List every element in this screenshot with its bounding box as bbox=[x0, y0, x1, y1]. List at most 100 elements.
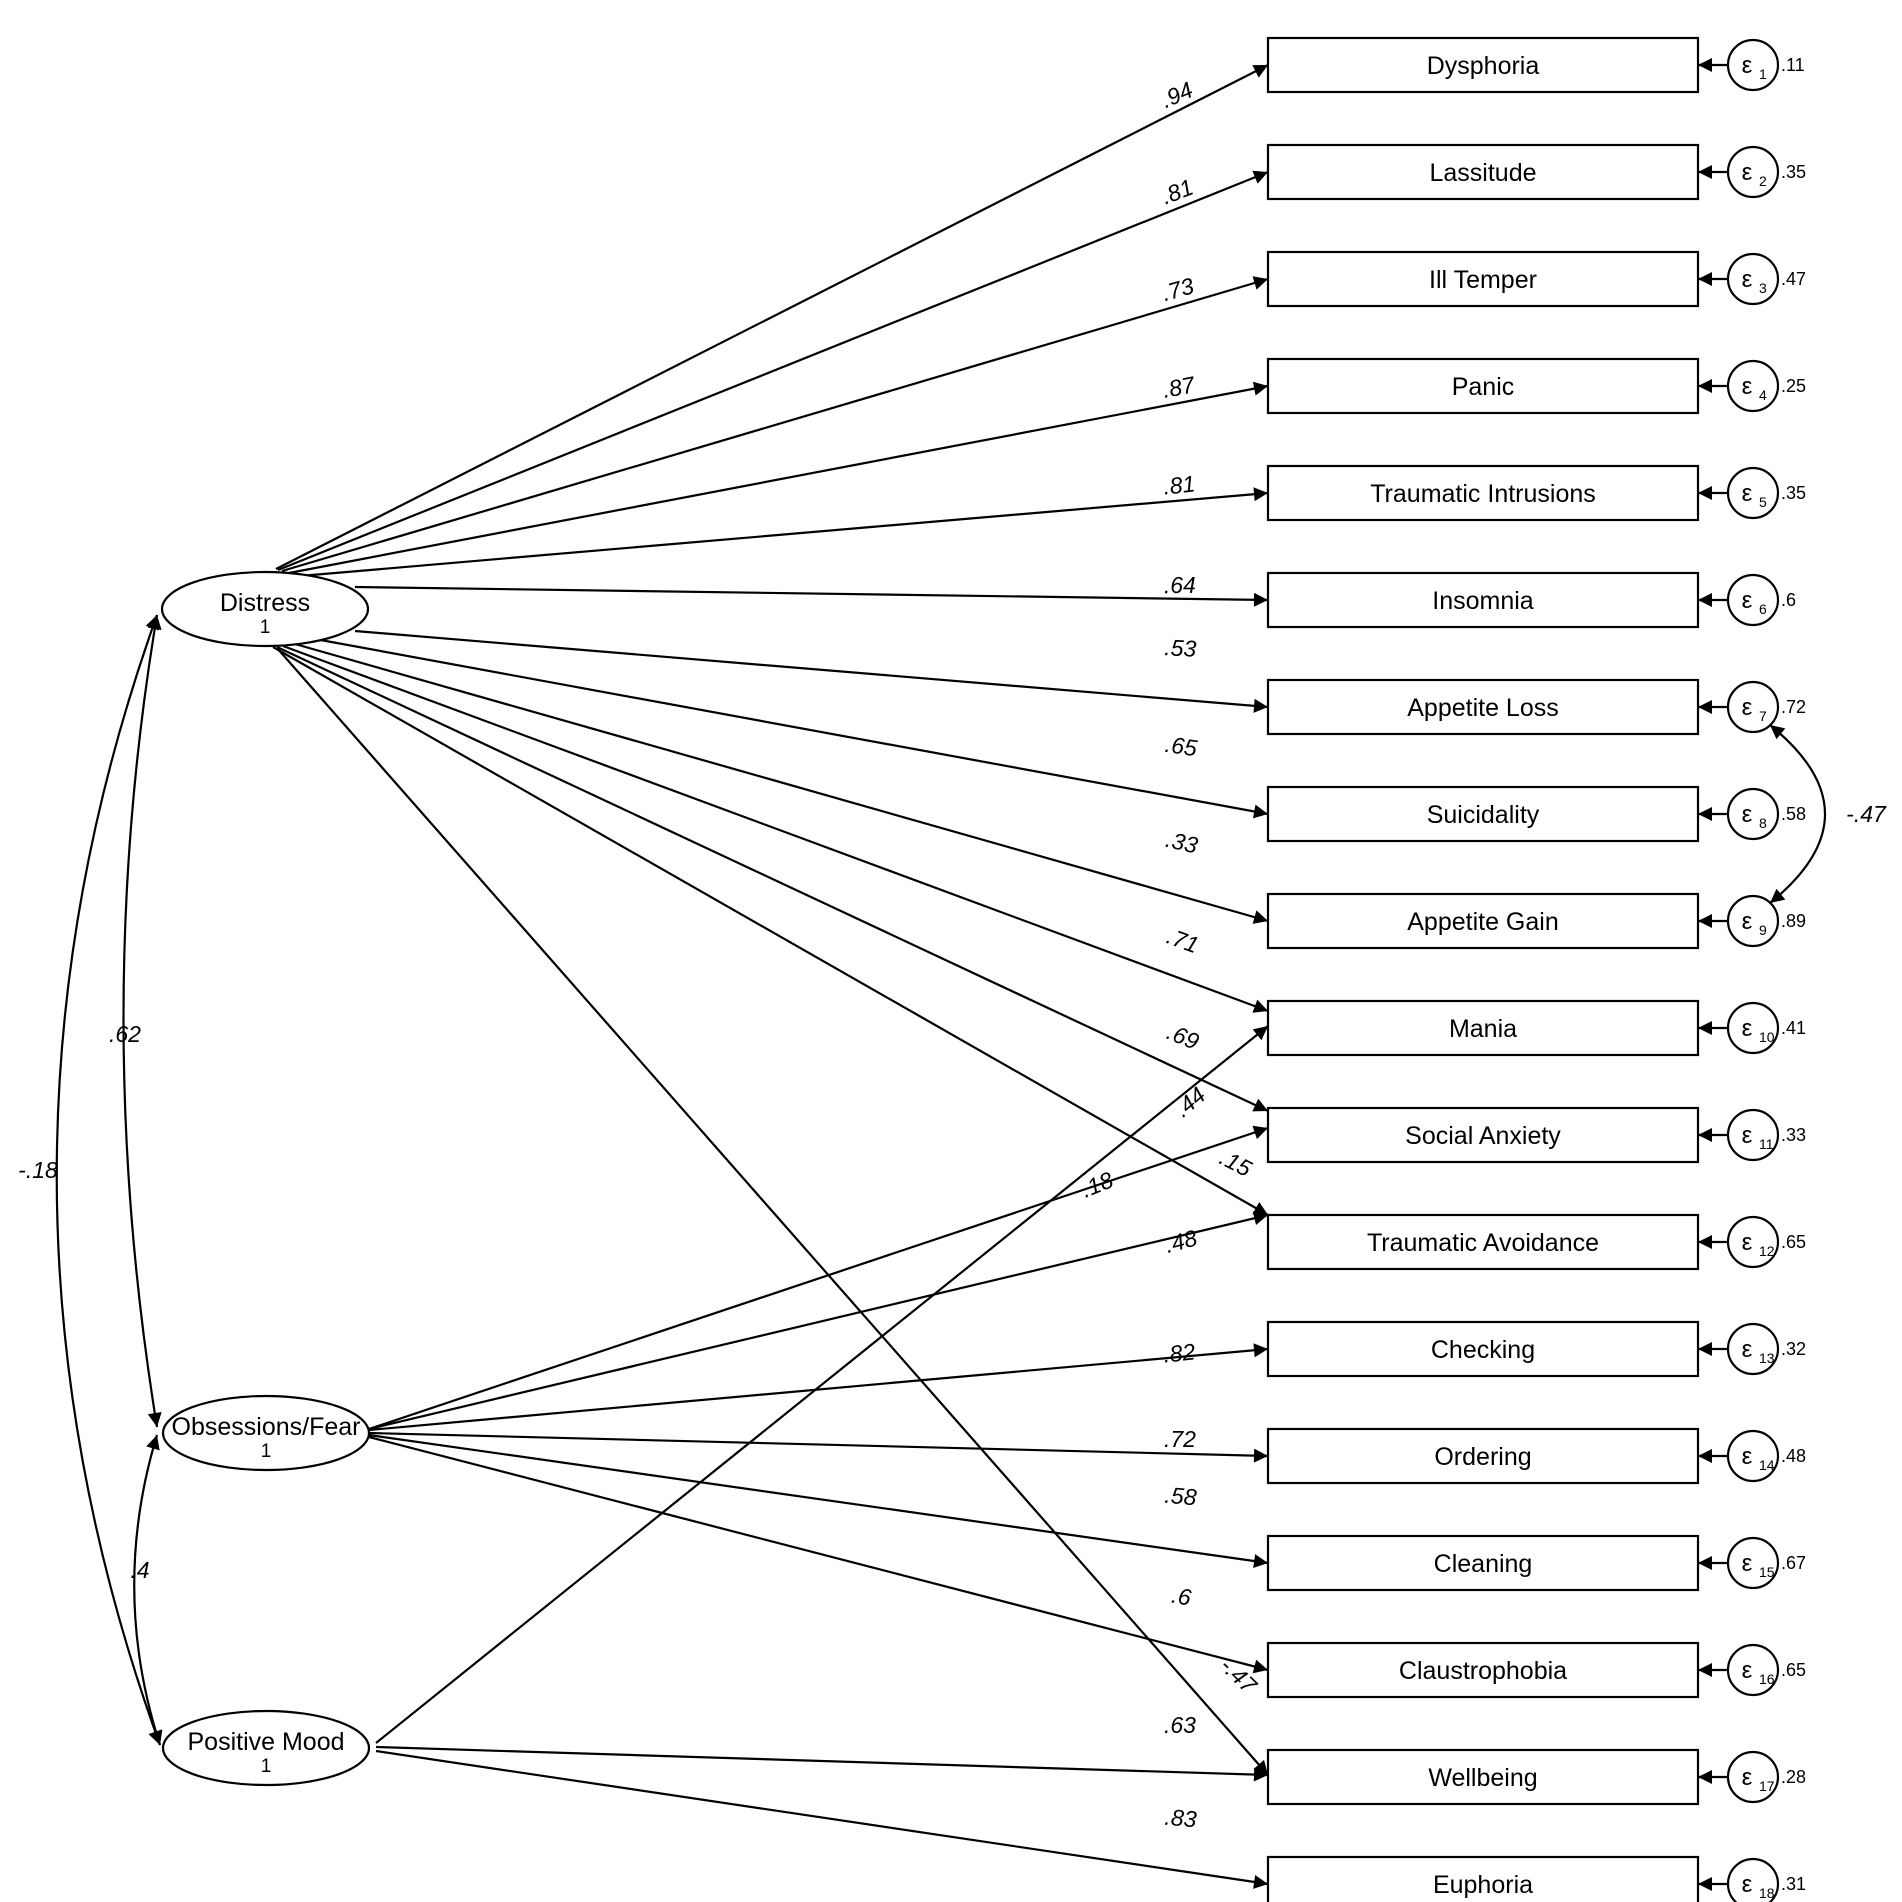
indicator-label: Ill Temper bbox=[1429, 266, 1537, 294]
factor-covariance-distress-obsfear bbox=[122, 614, 162, 1428]
error-term-symbol: ε bbox=[1742, 1550, 1753, 1577]
error-term-index: 1 bbox=[1759, 66, 1767, 82]
loading-path-distress-8 bbox=[294, 642, 1269, 924]
loading-label-posmood-9: .44 bbox=[1169, 1082, 1210, 1122]
loading-label-distress-9: .71 bbox=[1163, 923, 1202, 958]
loading-path-distress-4 bbox=[299, 487, 1269, 578]
error-term-index: 6 bbox=[1759, 601, 1767, 617]
loading-label-distress-10: .69 bbox=[1163, 1019, 1203, 1055]
loading-label-distress-0: .94 bbox=[1157, 76, 1197, 113]
error-term-symbol: ε bbox=[1742, 1871, 1753, 1898]
error-term-symbol: ε bbox=[1742, 1122, 1753, 1149]
latent-factor-obsfear bbox=[161, 1394, 371, 1472]
error-term-index: 3 bbox=[1759, 280, 1767, 296]
loading-path-obsfear-14 bbox=[368, 1433, 1269, 1568]
error-variance-label: .72 bbox=[1781, 697, 1806, 717]
error-term-index: 4 bbox=[1759, 387, 1767, 403]
error-term-symbol: ε bbox=[1742, 908, 1753, 935]
loading-label-distress-7: .65 bbox=[1163, 731, 1198, 761]
indicator-label: Cleaning bbox=[1434, 1550, 1533, 1578]
error-term-circle bbox=[1726, 359, 1780, 413]
covariance-paths bbox=[55, 614, 1827, 1746]
error-term-circle bbox=[1726, 894, 1780, 948]
error-term-symbol: ε bbox=[1742, 694, 1753, 721]
loading-label-posmood-16: .63 bbox=[1164, 1712, 1196, 1738]
indicator-label: Wellbeing bbox=[1428, 1764, 1537, 1792]
indicator-box bbox=[1266, 785, 1700, 843]
loading-label-distress-8: .33 bbox=[1163, 826, 1200, 859]
error-variance-label: .32 bbox=[1781, 1339, 1806, 1359]
error-term-circle bbox=[1726, 145, 1780, 199]
error-term-index: 16 bbox=[1759, 1671, 1775, 1687]
indicator-box bbox=[1266, 892, 1700, 950]
loading-label-obsfear-10: .18 bbox=[1077, 1166, 1117, 1202]
loading-path-obsfear-15 bbox=[368, 1435, 1269, 1674]
error-covariance-label: -.47 bbox=[1846, 801, 1887, 827]
loading-path-distress-9 bbox=[282, 644, 1269, 1013]
loading-path-obsfear-13 bbox=[368, 1431, 1269, 1463]
loading-path-distress-3 bbox=[288, 381, 1269, 575]
loading-path-distress-11 bbox=[272, 646, 1269, 1216]
error-term-circle bbox=[1726, 680, 1780, 734]
error-term-index: 10 bbox=[1759, 1029, 1775, 1045]
error-term-circle bbox=[1726, 1108, 1780, 1162]
error-term-circle bbox=[1726, 466, 1780, 520]
error-variance-label: .6 bbox=[1781, 590, 1796, 610]
latent-factor-distress bbox=[160, 570, 370, 648]
loading-label-distress-5: .64 bbox=[1164, 572, 1196, 599]
loading-path-distress-16 bbox=[276, 647, 1269, 1776]
error-term-circle bbox=[1726, 1857, 1780, 1902]
error-variance-label: .25 bbox=[1781, 376, 1806, 396]
indicator-label: Mania bbox=[1449, 1015, 1517, 1043]
error-term-symbol: ε bbox=[1742, 1336, 1753, 1363]
error-term-index: 5 bbox=[1759, 494, 1767, 510]
error-term-circle bbox=[1726, 1429, 1780, 1483]
indicator-label: Traumatic Intrusions bbox=[1370, 480, 1596, 508]
loading-path-posmood-17 bbox=[375, 1749, 1269, 1889]
error-term-circle bbox=[1726, 252, 1780, 306]
indicator-box bbox=[1266, 250, 1700, 308]
error-term-index: 18 bbox=[1759, 1885, 1775, 1901]
indicator-box bbox=[1266, 143, 1700, 201]
factor-covariance-obsfear-posmood bbox=[133, 1434, 163, 1746]
factor-covariance-label-distress-obsfear: .62 bbox=[109, 1021, 141, 1047]
factor-covariance-label-distress-posmood: -.18 bbox=[18, 1157, 58, 1183]
error-term-index: 17 bbox=[1759, 1778, 1775, 1794]
error-term-circle bbox=[1726, 1750, 1780, 1804]
indicator-box bbox=[1266, 1427, 1700, 1485]
error-variance-label: .28 bbox=[1781, 1767, 1806, 1787]
loading-paths bbox=[272, 58, 1728, 1891]
indicator-box bbox=[1266, 999, 1700, 1057]
error-variance-label: .35 bbox=[1781, 162, 1806, 182]
error-term-symbol: ε bbox=[1742, 1015, 1753, 1042]
indicator-label: Appetite Gain bbox=[1407, 908, 1559, 936]
loading-path-distress-10 bbox=[276, 646, 1269, 1112]
indicator-label: Social Anxiety bbox=[1405, 1122, 1561, 1150]
indicator-label: Traumatic Avoidance bbox=[1367, 1229, 1599, 1257]
latent-factor-label: Positive Mood bbox=[187, 1728, 344, 1756]
loading-label-obsfear-14: .58 bbox=[1164, 1482, 1198, 1511]
indicator-box bbox=[1266, 36, 1700, 94]
error-variance-label: .47 bbox=[1781, 269, 1806, 289]
error-variance-label: .48 bbox=[1781, 1446, 1806, 1466]
indicator-label: Suicidality bbox=[1427, 801, 1540, 829]
indicator-label: Lassitude bbox=[1429, 159, 1536, 187]
error-term-index: 11 bbox=[1759, 1136, 1774, 1152]
indicator-label: Claustrophobia bbox=[1399, 1657, 1567, 1685]
indicator-box bbox=[1266, 1748, 1700, 1806]
error-term-circle bbox=[1726, 1215, 1780, 1269]
loading-label-obsfear-13: .72 bbox=[1164, 1426, 1196, 1452]
indicator-label: Checking bbox=[1431, 1336, 1535, 1364]
error-term-symbol: ε bbox=[1742, 266, 1753, 293]
error-term-index: 13 bbox=[1759, 1350, 1775, 1366]
indicator-box bbox=[1266, 464, 1700, 522]
latent-factor-constraint: 1 bbox=[261, 1756, 272, 1777]
error-term-symbol: ε bbox=[1742, 480, 1753, 507]
loading-path-posmood-9 bbox=[375, 1025, 1269, 1744]
indicator-box bbox=[1266, 1534, 1700, 1592]
error-term-symbol: ε bbox=[1742, 1229, 1753, 1256]
error-term-index: 8 bbox=[1759, 815, 1767, 831]
error-term-symbol: ε bbox=[1742, 52, 1753, 79]
